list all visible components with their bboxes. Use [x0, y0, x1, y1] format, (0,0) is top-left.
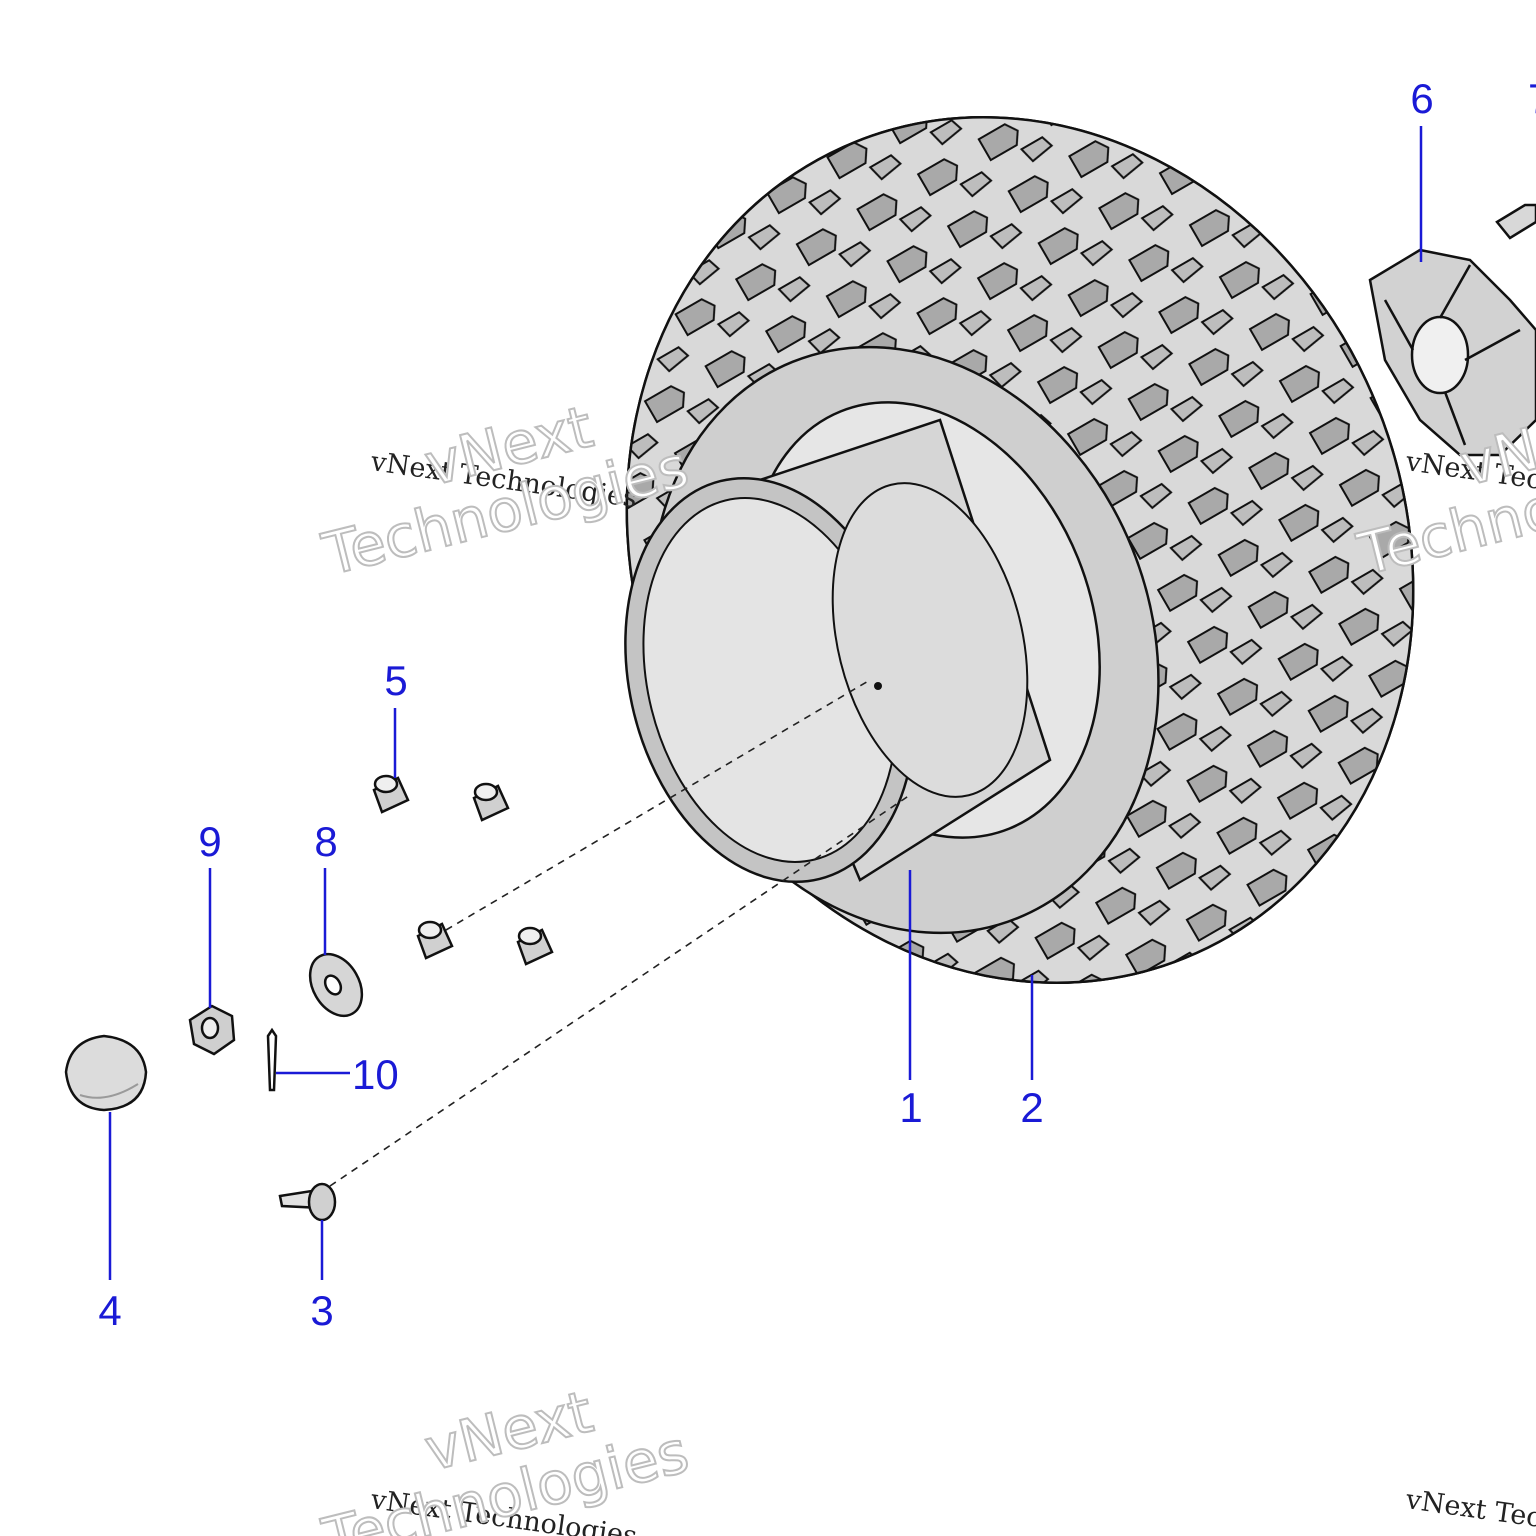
cotter-pin — [266, 1027, 278, 1092]
callout-10: 10 — [352, 1051, 399, 1098]
callout-6: 6 — [1410, 75, 1433, 122]
callout-9: 9 — [198, 818, 221, 865]
washer — [308, 952, 364, 1018]
svg-text:vNext Technologies: vNext Technologies — [1403, 1484, 1536, 1536]
callout-8: 8 — [314, 818, 337, 865]
lug-nut — [516, 926, 554, 966]
valve-stem — [278, 1182, 337, 1222]
watermark-4: vNext Technologies — [1403, 1484, 1536, 1536]
wheel-stud — [1495, 203, 1536, 240]
callout-2: 2 — [1020, 1084, 1043, 1131]
callout-1: 1 — [899, 1084, 922, 1131]
lug-nut-group — [372, 774, 554, 966]
hub-cap — [64, 1034, 148, 1112]
lug-nut — [372, 774, 410, 814]
callout-3: 3 — [310, 1287, 333, 1334]
lug-nut — [472, 782, 510, 822]
callout-7: 7 — [1528, 75, 1536, 122]
wheel-hub — [1368, 248, 1536, 457]
watermark-7: vNext Technologies — [315, 1376, 696, 1536]
callout-5: 5 — [384, 657, 407, 704]
lug-nut — [416, 920, 454, 960]
assembly-line-lug — [445, 679, 871, 931]
castle-nut — [188, 1004, 236, 1056]
wheel-rim — [624, 418, 1052, 884]
callout-4: 4 — [98, 1287, 121, 1334]
